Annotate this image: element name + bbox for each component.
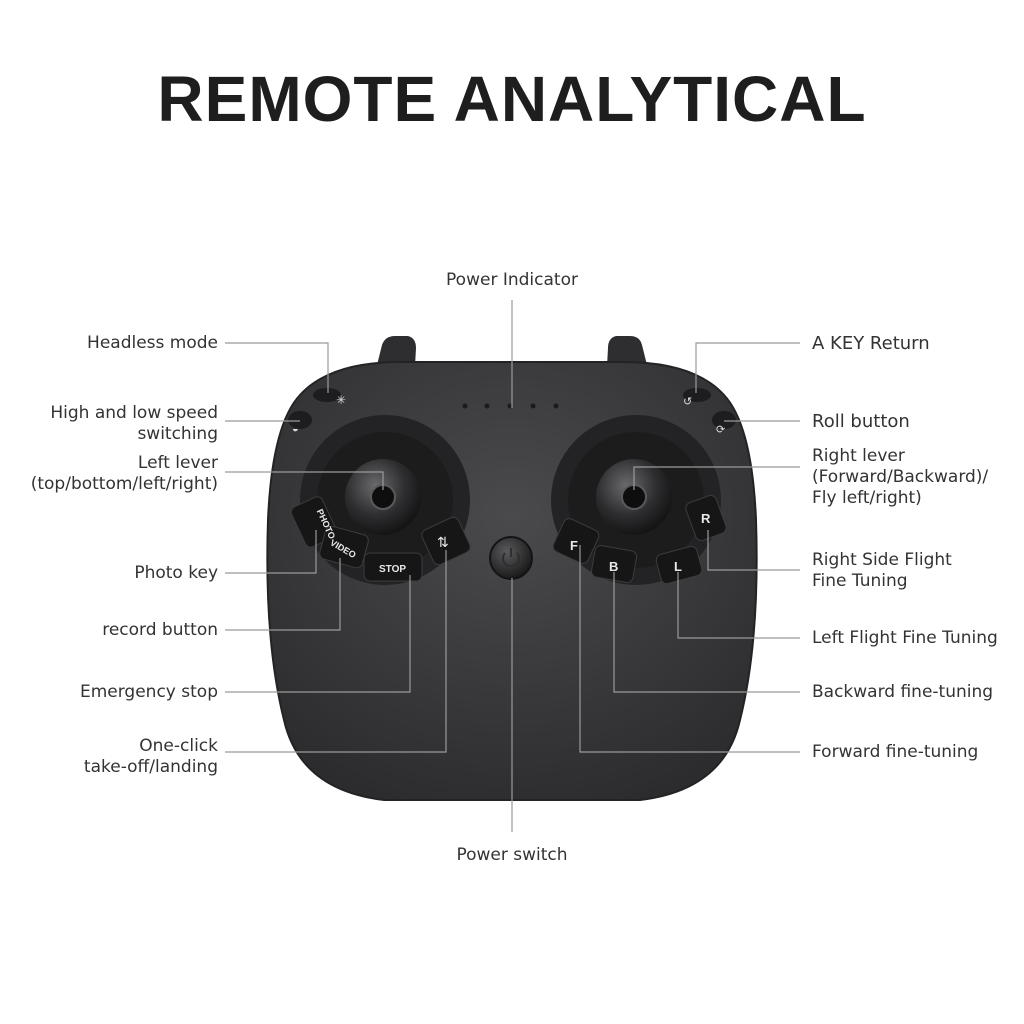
leader-lines xyxy=(225,300,800,832)
backward-trim-key xyxy=(590,545,638,583)
headless-mode-icon: ✳ xyxy=(336,393,346,407)
label-right-side-fine: Right Side Flight Fine Tuning xyxy=(812,550,952,591)
right-arc-buttons: F B L R xyxy=(552,494,727,585)
emergency-stop-key xyxy=(363,552,423,582)
label-roll-button: Roll button xyxy=(812,411,910,432)
label-right-lever: Right lever (Forward/Backward)/ Fly left… xyxy=(812,446,989,508)
label-power-indicator: Power Indicator xyxy=(446,270,578,290)
label-left-lever: Left lever (top/bottom/left/right) xyxy=(30,453,218,494)
left-trim-key xyxy=(655,545,703,585)
label-backward-fine: Backward fine-tuning xyxy=(812,682,994,702)
left-arc-buttons: PHOTO VIDEO STOP ⇅ xyxy=(290,496,471,582)
power-button xyxy=(489,536,533,580)
headless-mode-button xyxy=(313,388,341,402)
forward-trim-key xyxy=(552,518,600,564)
a-key-return-button xyxy=(683,388,711,402)
power-indicator-dots xyxy=(462,403,559,409)
right-trim-label: R xyxy=(701,511,711,526)
label-power-switch: Power switch xyxy=(456,845,568,865)
speed-icon: ◒ xyxy=(292,423,299,435)
takeoff-landing-key xyxy=(421,516,471,566)
roll-icon: ⟳ xyxy=(716,424,725,436)
emergency-stop-label: STOP xyxy=(379,564,406,575)
label-photo-key: Photo key xyxy=(134,563,218,583)
label-forward-fine: Forward fine-tuning xyxy=(812,742,979,762)
right-trim-key xyxy=(685,494,727,542)
label-speed-switching: High and low speed switching xyxy=(50,403,218,444)
label-one-click: One-click take-off/landing xyxy=(83,736,218,777)
label-headless-mode: Headless mode xyxy=(87,333,218,353)
return-icon: ↺ xyxy=(683,396,692,408)
label-record-button: record button xyxy=(102,620,218,640)
label-left-flight-fine: Left Flight Fine Tuning xyxy=(812,628,998,648)
left-trim-label: L xyxy=(674,559,682,574)
speed-switch-button xyxy=(288,411,312,429)
backward-trim-label: B xyxy=(609,559,618,574)
page-title: REMOTE ANALYTICAL xyxy=(157,63,867,135)
power-icon xyxy=(502,548,520,568)
forward-trim-label: F xyxy=(570,538,578,553)
takeoff-landing-icon: ⇅ xyxy=(437,534,449,550)
label-a-key-return: A KEY Return xyxy=(812,333,930,354)
roll-button xyxy=(712,411,736,429)
label-emergency-stop: Emergency stop xyxy=(79,682,218,702)
